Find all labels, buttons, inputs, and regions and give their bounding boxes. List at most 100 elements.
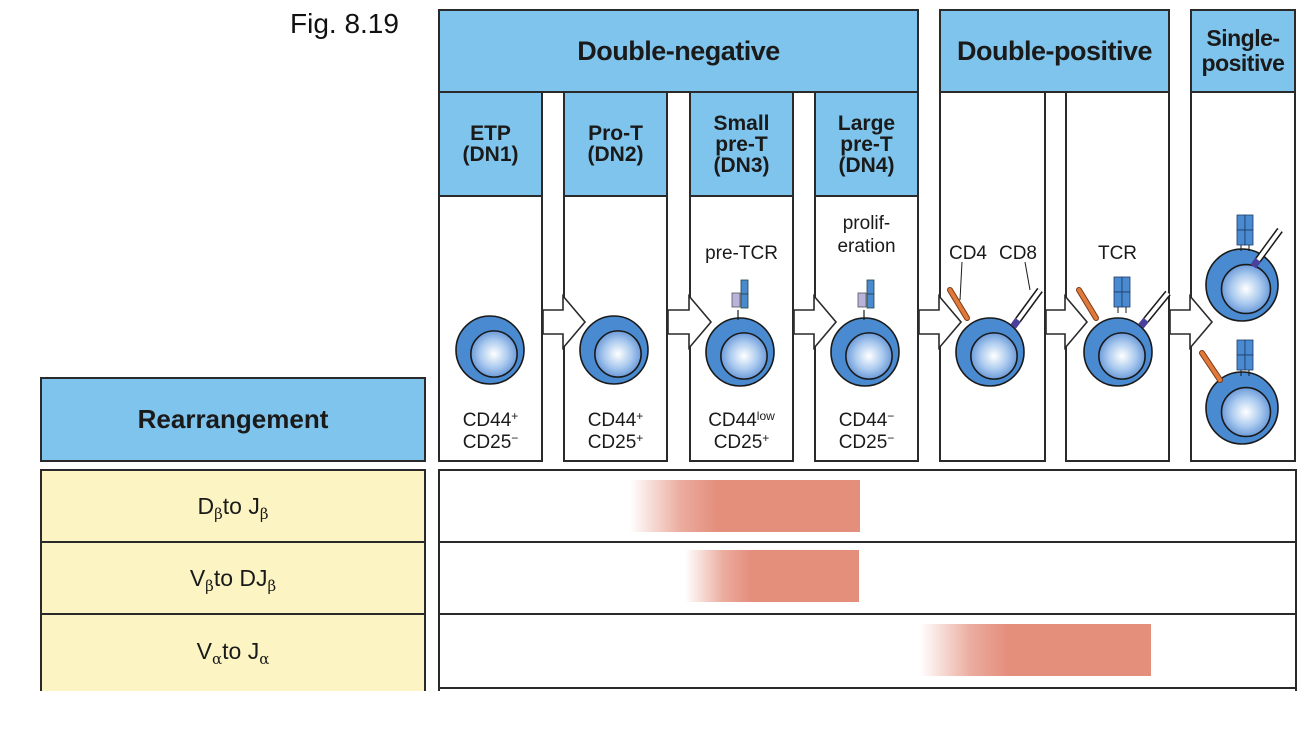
stage-note-pre-tcr: pre-TCR bbox=[705, 243, 778, 264]
rearrangement-header: Rearrangement bbox=[40, 377, 426, 462]
stage-header-line: Pro-T bbox=[588, 122, 643, 145]
cd8-icon bbox=[1138, 290, 1171, 329]
thymocyte-single-positive-cd4 bbox=[1199, 339, 1279, 445]
timeline-row bbox=[438, 613, 1297, 689]
cd4-icon bbox=[948, 288, 969, 320]
figure-label: Fig. 8.19 bbox=[290, 8, 399, 39]
cd8-icon bbox=[1010, 287, 1043, 329]
stage-header-line: pre-T bbox=[715, 132, 768, 156]
stage-header-dn3: Small pre-T (DN3) bbox=[689, 91, 794, 197]
rearrangement-row-label: Dβ to Jβ bbox=[40, 469, 426, 543]
group-header-double-positive: Double-positive bbox=[939, 9, 1170, 93]
label-cd8: CD8 bbox=[998, 243, 1037, 264]
label-cd4: CD4 bbox=[948, 243, 987, 264]
label-part: Vβ bbox=[189, 564, 214, 595]
activity-bar-v-to-dj-beta bbox=[685, 550, 859, 602]
arrow-icon bbox=[667, 293, 713, 351]
pre-t-alpha-icon bbox=[731, 292, 741, 308]
cell-nucleus bbox=[1098, 332, 1146, 380]
marker-dn3: CD44low CD25+ bbox=[689, 410, 794, 454]
label-part: Dβ bbox=[197, 492, 223, 523]
tcr-icon bbox=[1236, 214, 1254, 251]
stage-column-dp-late bbox=[1065, 91, 1170, 462]
cell-nucleus bbox=[1220, 386, 1272, 438]
arrows-layer bbox=[542, 293, 1214, 351]
stage-header-line: Large bbox=[837, 111, 896, 135]
stage-column-dp-early bbox=[939, 91, 1046, 462]
rearrangement-row-label: Vα to Jα bbox=[40, 613, 426, 689]
thymocyte-dn1 bbox=[455, 315, 525, 385]
stage-header-line: (DN3) bbox=[713, 153, 770, 177]
label-part: to Jβ bbox=[222, 492, 269, 523]
marker-base: CD25 bbox=[587, 432, 637, 453]
rearrangement-row-label: Vβ to DJβ bbox=[40, 541, 426, 615]
cd8-stalk bbox=[1256, 228, 1282, 262]
pre-t-alpha-icon bbox=[857, 292, 867, 308]
group-header-double-negative: Double-negative bbox=[438, 9, 919, 93]
pointer-line bbox=[1024, 261, 1031, 291]
arrow-icon bbox=[542, 293, 587, 351]
thymocyte-dn3 bbox=[705, 279, 775, 387]
tcr-icon bbox=[1113, 276, 1131, 313]
timeline-row-cutoff bbox=[438, 687, 1297, 691]
cd8-head bbox=[1250, 257, 1261, 269]
arrow-icon bbox=[1169, 293, 1214, 351]
cd8-stalk bbox=[1144, 291, 1170, 322]
marker-dn4: CD44− CD25− bbox=[814, 410, 919, 454]
stage-header-line: (DN1) bbox=[462, 143, 519, 166]
marker-sup: + bbox=[636, 431, 644, 445]
tcr-beta-icon bbox=[740, 279, 749, 295]
arrow-icon bbox=[1045, 293, 1089, 351]
thymocyte-double-positive-early bbox=[947, 261, 1043, 387]
tcr-chain bbox=[1236, 214, 1246, 231]
marker-base: CD25 bbox=[713, 432, 763, 453]
tcr-chain bbox=[1113, 291, 1123, 308]
tcr-chain bbox=[1236, 339, 1246, 356]
label-part: to Jα bbox=[222, 637, 270, 668]
marker-base: CD44 bbox=[838, 410, 888, 431]
stage-header-dn4: Large pre-T (DN4) bbox=[814, 91, 919, 197]
tcr-beta-icon bbox=[866, 279, 875, 295]
marker-base: CD44 bbox=[587, 410, 637, 431]
marker-dn2: CD44+ CD25+ bbox=[563, 410, 668, 454]
cell-nucleus bbox=[720, 332, 768, 380]
cd4-icon bbox=[1077, 288, 1098, 320]
cells-layer bbox=[455, 214, 1283, 445]
cell-nucleus bbox=[594, 330, 642, 378]
marker-base: CD25 bbox=[462, 432, 512, 453]
thymocyte-single-positive-cd8 bbox=[1205, 214, 1283, 322]
tcr-chain bbox=[1244, 354, 1254, 371]
cell-nucleus bbox=[1220, 263, 1272, 315]
tcr-beta-icon bbox=[866, 293, 875, 309]
tcr-chain bbox=[1236, 354, 1246, 371]
stage-header-line: (DN4) bbox=[838, 153, 895, 177]
thymocyte-dn4 bbox=[830, 279, 900, 387]
tcr-chain bbox=[1244, 229, 1254, 246]
marker-base: CD44 bbox=[462, 410, 512, 431]
timeline-row bbox=[438, 469, 1297, 543]
marker-sup: − bbox=[887, 431, 895, 445]
stage-header-dn2: Pro-T (DN2) bbox=[563, 91, 668, 197]
cd4-icon bbox=[1200, 351, 1222, 382]
marker-sup: + bbox=[762, 431, 770, 445]
marker-sup: + bbox=[511, 409, 519, 423]
marker-base: CD25 bbox=[838, 432, 888, 453]
stage-header-line: ETP bbox=[470, 122, 511, 145]
label-part: Vα bbox=[196, 637, 223, 668]
marker-base: CD44 bbox=[708, 410, 757, 431]
stage-header-dn1: ETP (DN1) bbox=[438, 91, 543, 197]
group-header-single-positive: Single- positive bbox=[1190, 9, 1296, 93]
marker-sup: + bbox=[636, 409, 644, 423]
arrow-icon bbox=[793, 293, 838, 351]
cd8-stalk bbox=[1016, 288, 1042, 322]
stage-header-line: pre-T bbox=[840, 132, 893, 156]
pointer-line bbox=[959, 261, 963, 301]
tcr-chain bbox=[1113, 276, 1123, 293]
tcr-chain bbox=[1121, 276, 1131, 293]
stage-header-line: Small bbox=[713, 111, 770, 135]
arrow-icon bbox=[918, 293, 963, 351]
cd8-head bbox=[1138, 317, 1149, 329]
cell-nucleus bbox=[470, 330, 518, 378]
marker-sup: − bbox=[511, 431, 519, 445]
